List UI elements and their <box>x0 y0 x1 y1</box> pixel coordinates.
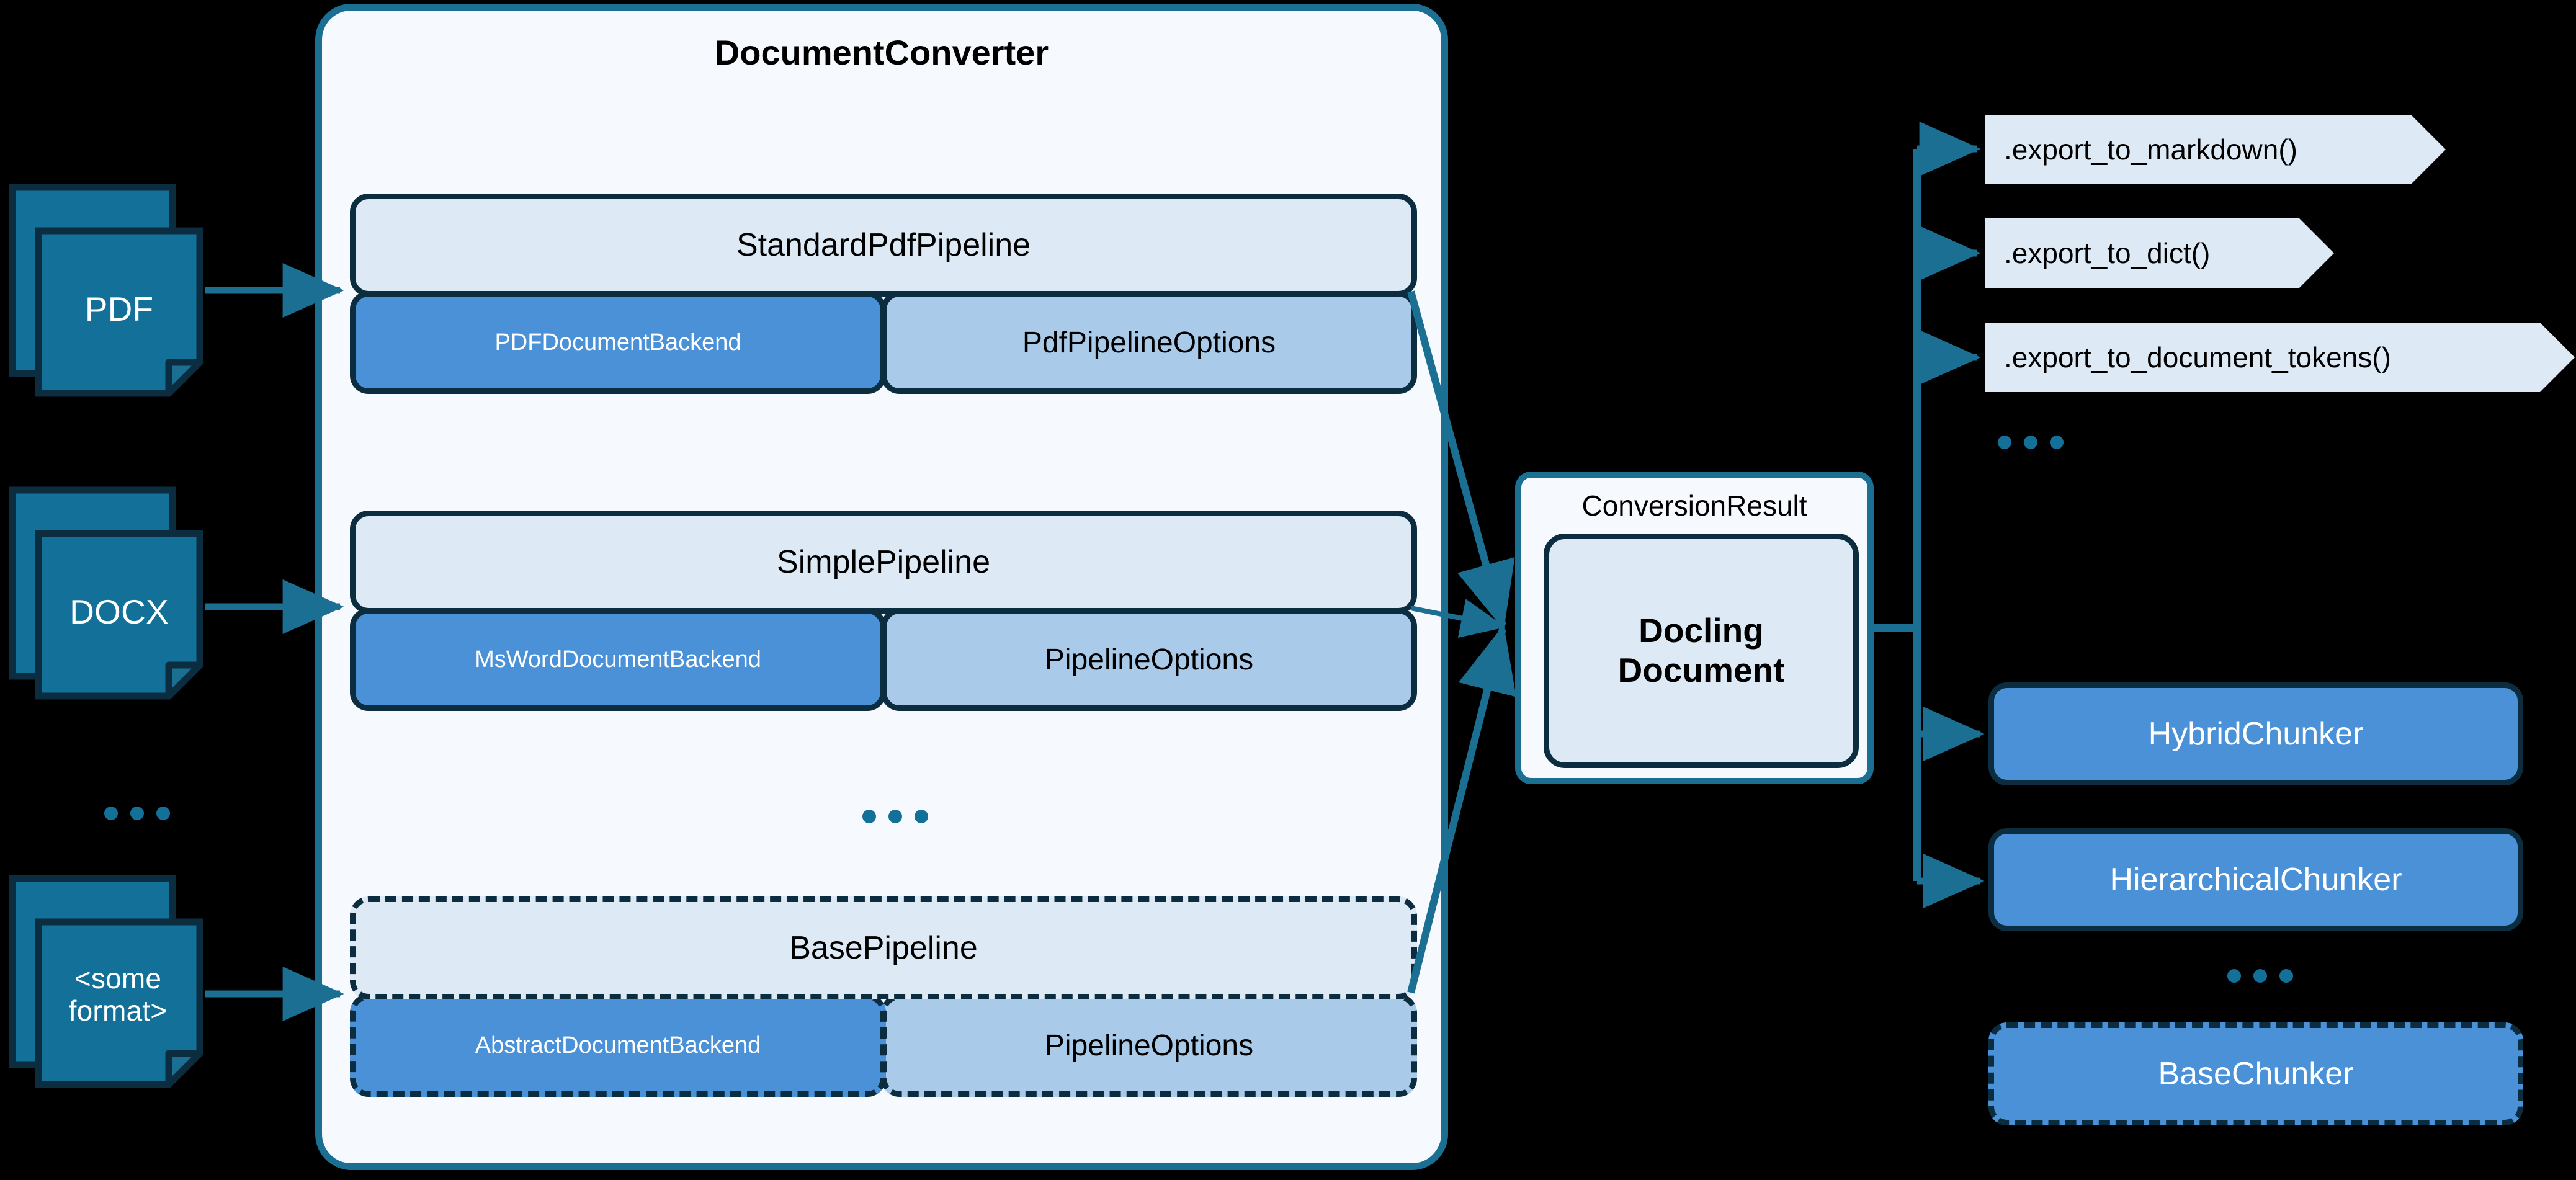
export-to-dict-chevron[interactable]: .export_to_dict() <box>1985 218 2334 288</box>
dot <box>2279 969 2293 983</box>
conversion-result-label: ConversionResult <box>1581 489 1807 522</box>
chunker-hybridchunker[interactable]: HybridChunker <box>1988 682 2523 785</box>
pipeline-group-standard-pdf: StandardPdfPipeline PDFDocumentBackend P… <box>350 194 1417 394</box>
dot <box>130 807 144 820</box>
options-pipelineoptions-base[interactable]: PipelineOptions <box>881 994 1417 1097</box>
export-to-markdown-label: .export_to_markdown() <box>2004 133 2297 166</box>
chunker-basechunker-label: BaseChunker <box>2158 1056 2354 1092</box>
conversion-result-box[interactable]: ConversionResult Docling Document <box>1515 472 1874 784</box>
chunkers-ellipsis <box>2227 969 2293 983</box>
export-to-document-tokens-chevron[interactable]: .export_to_document_tokens() <box>1985 323 2575 392</box>
dot <box>915 810 928 823</box>
docx-document-icon[interactable]: DOCX <box>6 472 254 707</box>
backend-abstractdocumentbackend[interactable]: AbstractDocumentBackend <box>350 994 886 1097</box>
document-converter-title: DocumentConverter <box>714 33 1049 72</box>
chunker-basechunker[interactable]: BaseChunker <box>1988 1022 2523 1125</box>
pipeline-simplepipeline-row: MsWordDocumentBackend PipelineOptions <box>350 608 1417 711</box>
dot <box>2253 969 2267 983</box>
dot <box>2050 436 2064 449</box>
dot <box>1998 436 2011 449</box>
export-to-dict-label: .export_to_dict() <box>2004 237 2211 269</box>
docx-icon-shape <box>9 486 203 700</box>
docling-document-box[interactable]: Docling Document <box>1544 534 1859 768</box>
options-pipelineoptions-simple[interactable]: PipelineOptions <box>881 608 1417 711</box>
pipeline-basepipeline-row: AbstractDocumentBackend PipelineOptions <box>350 994 1417 1097</box>
chunker-hierarchicalchunker[interactable]: HierarchicalChunker <box>1988 828 2523 931</box>
options-pdfpipelineoptions[interactable]: PdfPipelineOptions <box>881 291 1417 394</box>
pipeline-standardpdfpipeline[interactable]: StandardPdfPipeline <box>350 194 1417 297</box>
pipeline-group-simple: SimplePipeline MsWordDocumentBackend Pip… <box>350 511 1417 711</box>
sources-ellipsis <box>104 807 170 820</box>
some-format-icon-shape <box>9 875 203 1088</box>
converter-ellipsis <box>862 810 928 823</box>
pdf-icon-shape <box>9 184 203 397</box>
some-format-document-icon[interactable]: <some format> <box>6 860 254 1096</box>
pipeline-standardpdfpipeline-row: PDFDocumentBackend PdfPipelineOptions <box>350 291 1417 394</box>
pipeline-simplepipeline[interactable]: SimplePipeline <box>350 511 1417 614</box>
dot <box>862 810 876 823</box>
backend-msworddocumentbackend[interactable]: MsWordDocumentBackend <box>350 608 886 711</box>
chunker-hybridchunker-label: HybridChunker <box>2148 716 2364 752</box>
pipeline-group-base: BasePipeline AbstractDocumentBackend Pip… <box>350 896 1417 1097</box>
docling-document-line-1: Docling <box>1639 611 1764 650</box>
export-to-markdown-chevron[interactable]: .export_to_markdown() <box>1985 115 2446 184</box>
chunker-hierarchicalchunker-label: HierarchicalChunker <box>2109 862 2402 898</box>
dot <box>104 807 118 820</box>
pdf-document-icon[interactable]: PDF <box>6 169 254 405</box>
pipeline-basepipeline[interactable]: BasePipeline <box>350 896 1417 999</box>
export-to-document-tokens-label: .export_to_document_tokens() <box>2004 341 2391 373</box>
backend-pdfdocumentbackend[interactable]: PDFDocumentBackend <box>350 291 886 394</box>
dot <box>2024 436 2037 449</box>
docling-document-line-2: Document <box>1617 651 1785 689</box>
dot <box>156 807 170 820</box>
dot <box>2227 969 2241 983</box>
dot <box>888 810 902 823</box>
exports-ellipsis <box>1998 436 2064 449</box>
